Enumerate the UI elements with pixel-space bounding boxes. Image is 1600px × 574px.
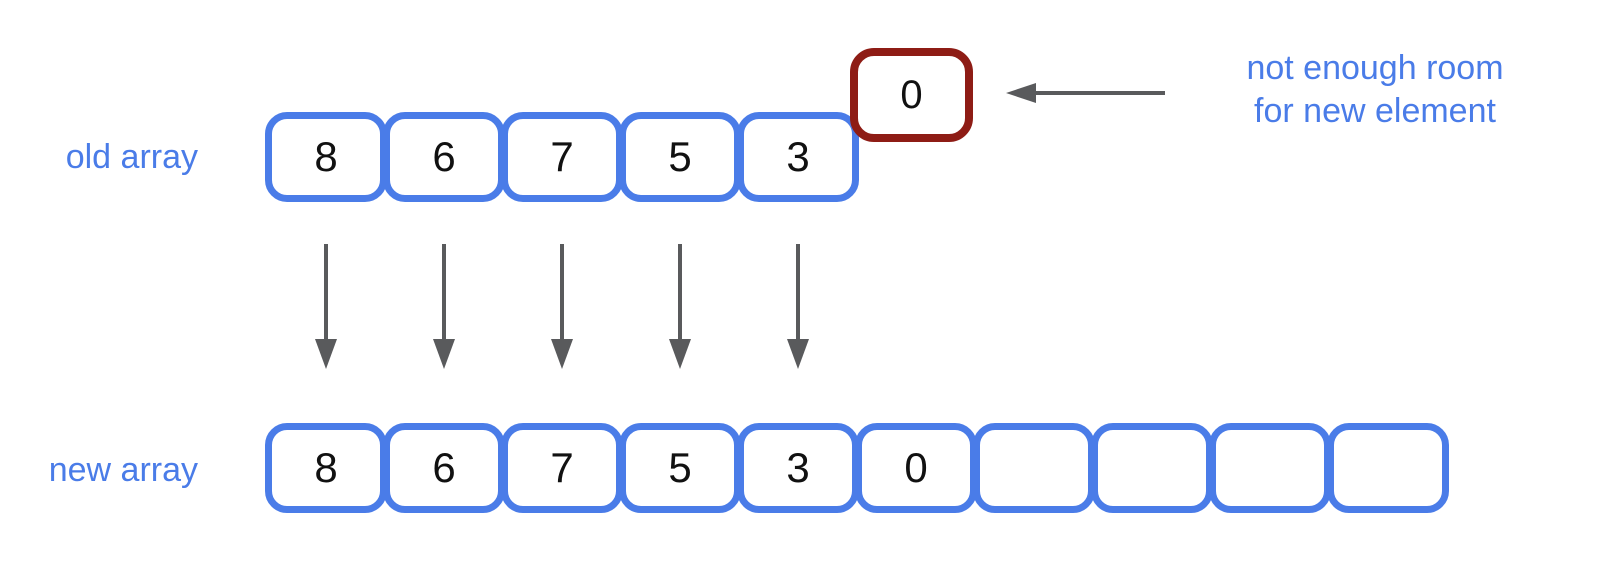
old-array-row: 8 6 7 5 3 bbox=[265, 112, 859, 202]
down-arrow-icon bbox=[551, 244, 573, 369]
cell-value: 5 bbox=[668, 133, 692, 180]
left-arrow-icon bbox=[1006, 83, 1165, 103]
new-array-cell: 3 bbox=[737, 423, 859, 513]
down-arrow-icon bbox=[433, 244, 455, 369]
old-array-label: old array bbox=[65, 138, 198, 176]
old-array-cell: 5 bbox=[619, 112, 741, 202]
new-array-cell bbox=[1327, 423, 1449, 513]
overflow-element-box: 0 bbox=[850, 48, 973, 142]
new-array-label: new array bbox=[48, 451, 198, 489]
new-array-row: 8 6 7 5 3 0 bbox=[265, 423, 1449, 513]
cell-value: 6 bbox=[432, 444, 456, 491]
old-array-cell: 7 bbox=[501, 112, 623, 202]
down-arrow-icon bbox=[315, 244, 337, 369]
new-array-cell bbox=[1091, 423, 1213, 513]
new-array-cell: 8 bbox=[265, 423, 387, 513]
annotation-text: not enough room for new element bbox=[1180, 47, 1570, 133]
cell-value: 8 bbox=[314, 133, 338, 180]
new-array-cell bbox=[1209, 423, 1331, 513]
cell-value: 0 bbox=[900, 72, 923, 117]
cell-value: 6 bbox=[432, 133, 456, 180]
cell-value: 0 bbox=[904, 444, 928, 491]
old-array-cell: 8 bbox=[265, 112, 387, 202]
cell-value: 3 bbox=[786, 133, 810, 180]
new-array-cell bbox=[973, 423, 1095, 513]
old-array-cell: 6 bbox=[383, 112, 505, 202]
new-array-cell: 5 bbox=[619, 423, 741, 513]
cell-value: 7 bbox=[550, 133, 574, 180]
annotation-line-2: for new element bbox=[1254, 91, 1496, 130]
new-array-cell: 0 bbox=[855, 423, 977, 513]
old-array-cell: 3 bbox=[737, 112, 859, 202]
cell-value: 5 bbox=[668, 444, 692, 491]
cell-value: 3 bbox=[786, 444, 810, 491]
new-array-cell: 7 bbox=[501, 423, 623, 513]
down-arrow-icon bbox=[787, 244, 809, 369]
annotation-line-1: not enough room bbox=[1246, 49, 1504, 87]
down-arrow-icon bbox=[669, 244, 691, 369]
cell-value: 8 bbox=[314, 444, 338, 491]
new-array-cell: 6 bbox=[383, 423, 505, 513]
cell-value: 7 bbox=[550, 444, 574, 491]
